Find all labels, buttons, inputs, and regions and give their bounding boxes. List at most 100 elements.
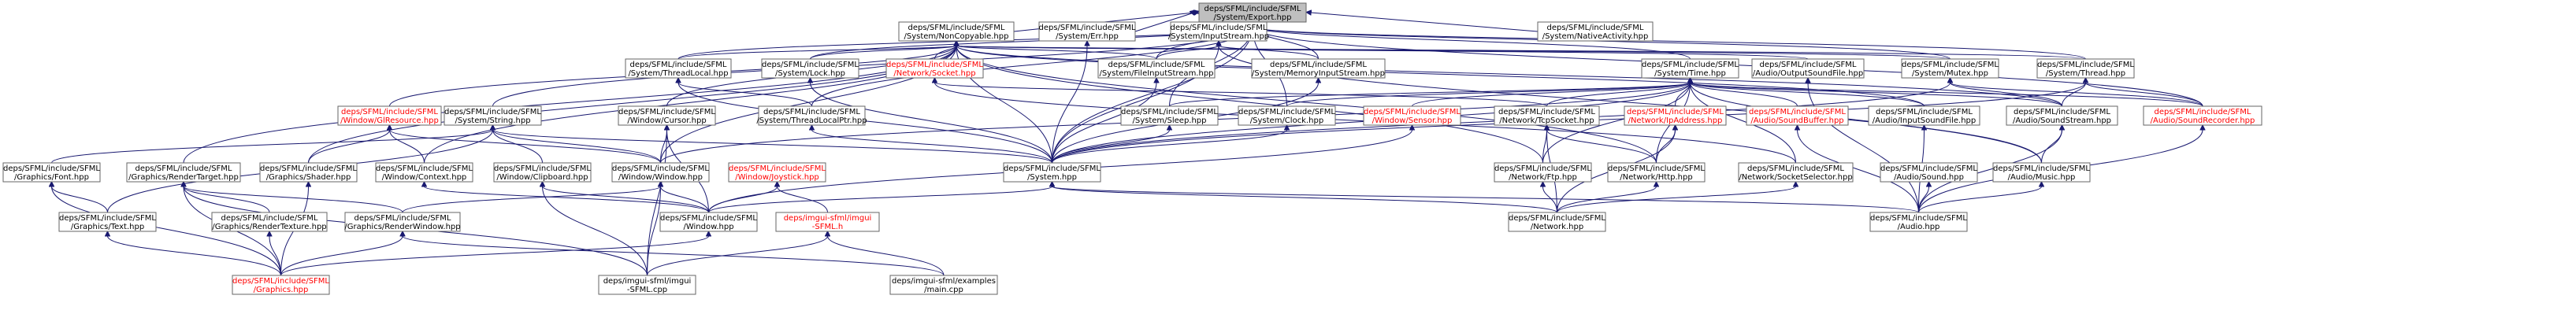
graph-node-graphics[interactable]: deps/SFML/include/SFML/Graphics.hpp <box>232 275 330 295</box>
node-label-line: /System/String.hpp <box>455 116 530 125</box>
edge-imgui-sfml-h-to-joystick <box>778 186 828 213</box>
graph-node-music[interactable]: deps/SFML/include/SFML/Audio/Music.hpp <box>1992 162 2091 183</box>
node-box <box>618 105 716 126</box>
graph-node-lock[interactable]: deps/SFML/include/SFML/System/Lock.hpp <box>761 58 859 79</box>
node-box <box>1537 21 1654 42</box>
graph-node-socketselector[interactable]: deps/SFML/include/SFML/Network/SocketSel… <box>1738 162 1854 183</box>
node-box <box>1120 105 1219 126</box>
graph-node-glresource[interactable]: deps/SFML/include/SFML/Window/GlResource… <box>337 105 442 126</box>
edge-network-to-system <box>1052 186 1557 213</box>
edge-fileinputstream-to-inputstream <box>1156 46 1219 60</box>
node-label-line: deps/SFML/include/SFML <box>1494 164 1591 173</box>
node-box <box>1198 2 1307 23</box>
node-label-line: deps/SFML/include/SFML <box>2014 108 2110 116</box>
node-box <box>1869 212 1968 232</box>
graph-node-ftp[interactable]: deps/SFML/include/SFML/Network/Ftp.hpp <box>1494 162 1592 183</box>
edge-text-to-font <box>52 186 108 213</box>
graph-node-soundrecorder[interactable]: deps/SFML/include/SFML/Audio/SoundRecord… <box>2143 105 2262 126</box>
edge-clock-to-time <box>1286 83 1691 107</box>
graph-node-shader[interactable]: deps/SFML/include/SFML/Graphics/Shader.h… <box>259 162 358 183</box>
graph-node-nativeactivity[interactable]: deps/SFML/include/SFML/System/NativeActi… <box>1537 21 1654 42</box>
graph-node-context[interactable]: deps/SFML/include/SFML/Window/Context.hp… <box>375 162 473 183</box>
node-label-line: /Graphics/RenderWindow.hpp <box>344 223 460 231</box>
graph-node-soundstream[interactable]: deps/SFML/include/SFML/Audio/SoundStream… <box>2006 105 2118 126</box>
node-label-line: deps/SFML/include/SFML <box>1608 164 1705 173</box>
graph-node-inputstream[interactable]: deps/SFML/include/SFML/System/InputStrea… <box>1168 21 1269 42</box>
node-box <box>775 212 880 232</box>
edge-graphics-to-renderwindow <box>280 236 403 276</box>
edge-imgui-sfml-cpp-to-clipboard <box>543 186 648 276</box>
graph-node-renderwindow[interactable]: deps/SFML/include/SFML/Graphics/RenderWi… <box>344 212 461 232</box>
graph-node-text[interactable]: deps/SFML/include/SFML/Graphics/Text.hpp <box>58 212 157 232</box>
graph-node-system[interactable]: deps/SFML/include/SFML/System.hpp <box>1003 162 1101 183</box>
graph-node-sensor[interactable]: deps/SFML/include/SFML/Window/Sensor.hpp <box>1363 105 1461 126</box>
node-label-line: /Graphics/Shader.hpp <box>266 173 351 182</box>
graph-node-network-socket[interactable]: deps/SFML/include/SFML/Network/Socket.hp… <box>885 58 984 79</box>
graph-node-clipboard[interactable]: deps/SFML/include/SFML/Window/Clipboard.… <box>493 162 592 183</box>
edge-context-to-glresource <box>390 130 425 164</box>
node-box <box>885 58 984 79</box>
graph-node-imgui-sfml-cpp[interactable]: deps/imgui-sfml/imgui-SFML.cpp <box>598 275 696 295</box>
graph-node-rendertarget[interactable]: deps/SFML/include/SFML/Graphics/RenderTa… <box>126 162 241 183</box>
graph-node-rendertexture[interactable]: deps/SFML/include/SFML/Graphics/RenderTe… <box>211 212 328 232</box>
graph-node-window[interactable]: deps/SFML/include/SFML/Window.hpp <box>659 212 758 232</box>
graph-node-time[interactable]: deps/SFML/include/SFML/System/Time.hpp <box>1641 58 1739 79</box>
graph-node-err[interactable]: deps/SFML/include/SFML/System/Err.hpp <box>1038 21 1136 42</box>
node-label-line: /System/MemoryInputStream.hpp <box>1252 69 1385 78</box>
graph-node-string[interactable]: deps/SFML/include/SFML/System/String.hpp <box>444 105 542 126</box>
graph-node-inputsoundfile[interactable]: deps/SFML/include/SFML/Audio/InputSoundF… <box>1868 105 1980 126</box>
node-box <box>1038 21 1136 42</box>
node-label-line: /Audio/Music.hpp <box>2008 173 2076 182</box>
graph-node-threadlocalptr[interactable]: deps/SFML/include/SFML/System/ThreadLoca… <box>756 105 867 126</box>
edge-ftp-to-noncopyable <box>956 46 1543 164</box>
edge-window-window-to-glresource <box>390 130 661 164</box>
graph-node-fileinputstream[interactable]: deps/SFML/include/SFML/System/FileInputS… <box>1097 58 1216 79</box>
graph-node-cursor[interactable]: deps/SFML/include/SFML/Window/Cursor.hpp <box>618 105 716 126</box>
node-label-line: deps/SFML/include/SFML <box>1627 108 1724 116</box>
node-label-line: deps/SFML/include/SFML <box>1171 24 1268 32</box>
node-label-line: deps/SFML/include/SFML <box>729 164 826 173</box>
graph-node-window-window[interactable]: deps/SFML/include/SFML/Window/Window.hpp <box>611 162 710 183</box>
graph-node-font[interactable]: deps/SFML/include/SFML/Graphics/Font.hpp <box>2 162 101 183</box>
edge-socketselector-to-time <box>1691 83 1796 164</box>
edge-network-to-socketselector <box>1557 186 1796 213</box>
graph-node-soundbuffer[interactable]: deps/SFML/include/SFML/Audio/SoundBuffer… <box>1746 105 1849 126</box>
node-label-line: /System/Export.hpp <box>1214 13 1292 22</box>
node-label-line: /Audio.hpp <box>1898 223 1940 231</box>
graph-node-ipaddress[interactable]: deps/SFML/include/SFML/Network/IpAddress… <box>1624 105 1727 126</box>
graph-node-http[interactable]: deps/SFML/include/SFML/Network/Http.hpp <box>1607 162 1706 183</box>
node-label-line: deps/SFML/include/SFML <box>660 214 757 223</box>
graph-node-tcpsocket[interactable]: deps/SFML/include/SFML/Network/TcpSocket… <box>1494 105 1600 126</box>
graph-node-imgui-sfml-h[interactable]: deps/imgui-sfml/imgui-SFML.h <box>775 212 880 232</box>
graph-node-thread[interactable]: deps/SFML/include/SFML/System/Thread.hpp <box>2036 58 2135 79</box>
node-label-line: deps/SFML/include/SFML <box>3 164 100 173</box>
node-box <box>1170 21 1268 42</box>
graph-node-network[interactable]: deps/SFML/include/SFML/Network.hpp <box>1508 212 1606 232</box>
edge-audio-to-soundbuffer <box>1798 130 1919 213</box>
graph-node-clock[interactable]: deps/SFML/include/SFML/System/Clock.hpp <box>1238 105 1336 126</box>
graph-node-sound[interactable]: deps/SFML/include/SFML/Audio/Sound.hpp <box>1880 162 1978 183</box>
node-box <box>1746 105 1849 126</box>
edge-window-to-joystick <box>708 186 778 213</box>
graph-node-noncopyable[interactable]: deps/SFML/include/SFML/System/NonCopyabl… <box>898 21 1015 42</box>
graph-node-export[interactable]: deps/SFML/include/SFML/System/Export.hpp <box>1198 2 1307 23</box>
node-box <box>1097 58 1216 79</box>
node-label-line: -SFML.h <box>812 223 843 231</box>
graph-node-main-cpp[interactable]: deps/imgui-sfml/examples/main.cpp <box>889 275 998 295</box>
graph-node-joystick[interactable]: deps/SFML/include/SFML/Window/Joystick.h… <box>728 162 826 183</box>
graph-node-threadlocal[interactable]: deps/SFML/include/SFML/System/ThreadLoca… <box>625 58 732 79</box>
node-label-line: /Network/Ftp.hpp <box>1509 173 1577 182</box>
graph-node-audio[interactable]: deps/SFML/include/SFML/Audio.hpp <box>1869 212 1968 232</box>
edge-tcpsocket-to-network-socket <box>935 83 1547 107</box>
graph-node-sleep[interactable]: deps/SFML/include/SFML/System/Sleep.hpp <box>1120 105 1219 126</box>
node-box <box>659 212 758 232</box>
graph-node-memoryinputstream[interactable]: deps/SFML/include/SFML/System/MemoryInpu… <box>1251 58 1386 79</box>
node-label-line: deps/SFML/include/SFML <box>1870 214 1967 223</box>
node-label-line: deps/SFML/include/SFML <box>1204 5 1301 13</box>
edge-graphics-to-font <box>52 186 281 276</box>
node-box <box>58 212 157 232</box>
edge-inputsoundfile-to-noncopyable <box>956 46 1925 107</box>
graph-node-outputsoundfile[interactable]: deps/SFML/include/SFML/Audio/OutputSound… <box>1751 58 1865 79</box>
graph-node-mutex[interactable]: deps/SFML/include/SFML/System/Mutex.hpp <box>1901 58 1999 79</box>
edge-threadlocalptr-to-threadlocal <box>678 83 812 107</box>
